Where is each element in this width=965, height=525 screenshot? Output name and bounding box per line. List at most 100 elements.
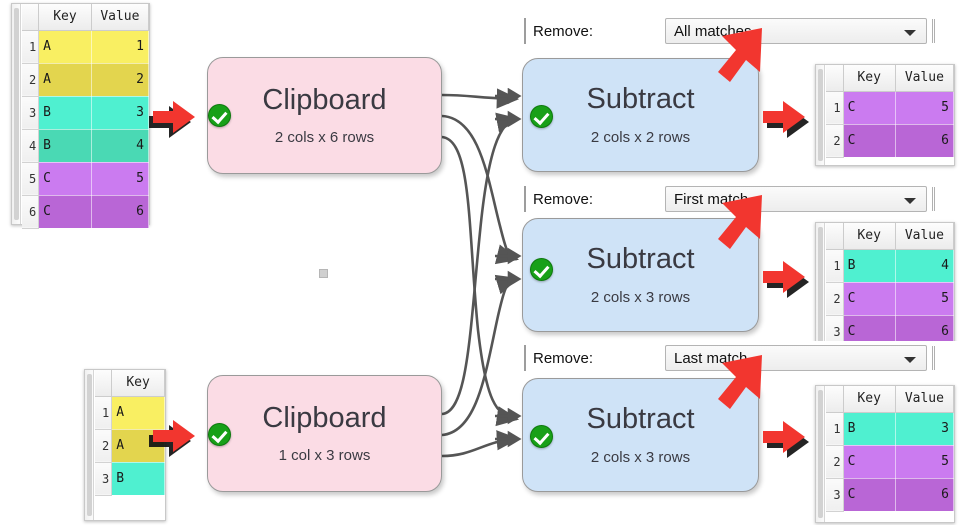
col-header-key[interactable]: Key — [842, 386, 896, 413]
chevron-down-icon[interactable] — [904, 357, 916, 363]
cell-value[interactable]: 6 — [894, 123, 955, 158]
node-subtract-last[interactable]: Subtract 2 cols x 3 rows — [522, 378, 759, 492]
cell-key[interactable]: C — [38, 194, 92, 229]
col-header-key[interactable]: Key — [111, 370, 165, 397]
col-header-key[interactable]: Key — [38, 4, 92, 31]
cell-value[interactable]: 3 — [90, 95, 150, 130]
row-number[interactable]: 2 — [22, 62, 40, 97]
remove-dropdown-all[interactable]: All matches — [665, 18, 927, 44]
row-number[interactable]: 2 — [826, 444, 844, 479]
col-header-key[interactable]: Key — [842, 223, 896, 250]
remove-dropdown-first[interactable]: First match — [665, 186, 927, 212]
row-number[interactable]: 1 — [826, 248, 844, 283]
cell-key[interactable]: C — [842, 444, 896, 479]
cell-value[interactable]: 6 — [90, 194, 150, 229]
cell-value[interactable]: 4 — [894, 248, 955, 283]
cell-value[interactable]: 5 — [90, 161, 150, 196]
cell-value[interactable]: 5 — [894, 90, 955, 125]
chevron-down-icon[interactable] — [904, 198, 916, 204]
node-clipboard-bottom[interactable]: Clipboard 1 col x 3 rows — [207, 375, 442, 492]
row-number[interactable]: 4 — [22, 128, 40, 163]
vertical-scrollbar[interactable] — [816, 223, 825, 357]
col-header-value[interactable]: Value — [894, 386, 955, 413]
vertical-scrollbar[interactable] — [816, 386, 825, 522]
cell-key[interactable]: B — [38, 95, 92, 130]
col-header-value[interactable]: Value — [894, 223, 955, 250]
panel-resize-grip[interactable] — [932, 19, 935, 43]
col-header-value[interactable]: Value — [90, 4, 150, 31]
cell-key[interactable]: A — [111, 428, 165, 463]
cell-key[interactable]: B — [111, 461, 165, 496]
cell-value[interactable]: 1 — [90, 29, 150, 64]
cell-key[interactable]: B — [842, 411, 896, 446]
canvas-handle-dot[interactable] — [319, 269, 328, 278]
cell-key[interactable]: C — [842, 281, 896, 316]
cell-key[interactable]: A — [38, 62, 92, 97]
cell-key[interactable]: C — [38, 161, 92, 196]
cell-key[interactable]: A — [38, 29, 92, 64]
cell-key[interactable]: B — [38, 128, 92, 163]
cell-key[interactable]: C — [842, 90, 896, 125]
cell-key[interactable]: C — [842, 477, 896, 512]
vertical-scrollbar[interactable] — [12, 4, 21, 224]
panel-resize-grip[interactable] — [932, 187, 935, 211]
node-subtract-first[interactable]: Subtract 2 cols x 3 rows — [522, 218, 759, 332]
row-number[interactable]: 3 — [22, 95, 40, 130]
row-number[interactable]: 3 — [826, 314, 844, 349]
row-number[interactable]: 1 — [826, 90, 844, 125]
cell-key[interactable]: B — [842, 248, 896, 283]
cell-value[interactable]: 2 — [90, 62, 150, 97]
remove-dropdown-last[interactable]: Last match — [665, 345, 927, 371]
row-number[interactable]: 3 — [826, 477, 844, 512]
row-number[interactable]: 6 — [22, 194, 40, 229]
node-subtract-all[interactable]: Subtract 2 cols x 2 rows — [522, 58, 759, 172]
row-number[interactable]: 5 — [22, 161, 40, 196]
cell-value[interactable]: 4 — [90, 128, 150, 163]
node-clipboard-top[interactable]: Clipboard 2 cols x 6 rows — [207, 57, 442, 174]
node-subtitle: 2 cols x 6 rows — [274, 129, 375, 147]
table-header-row: Key Value — [22, 4, 150, 31]
row-number[interactable]: 1 — [826, 411, 844, 446]
chevron-down-icon[interactable] — [904, 30, 916, 36]
vertical-scrollbar[interactable] — [85, 370, 94, 520]
cell-value[interactable]: 5 — [894, 281, 955, 316]
vertical-scrollbar[interactable] — [816, 65, 825, 165]
cell-key[interactable]: A — [111, 395, 165, 430]
row-number[interactable]: 3 — [95, 461, 113, 496]
panel-resize-grip[interactable] — [932, 346, 935, 370]
cursor-arrow-right-result-first — [763, 261, 809, 298]
col-header-value[interactable]: Value — [894, 65, 955, 92]
row-number[interactable]: 1 — [95, 395, 113, 430]
row-number[interactable]: 2 — [826, 281, 844, 316]
row-number[interactable]: 2 — [826, 123, 844, 158]
col-header-key[interactable]: Key — [842, 65, 896, 92]
cell-value[interactable]: 3 — [894, 411, 955, 446]
cell-value[interactable]: 6 — [894, 477, 955, 512]
cell-value[interactable]: 5 — [894, 444, 955, 479]
row-number[interactable]: 2 — [95, 428, 113, 463]
row-number[interactable]: 1 — [22, 29, 40, 64]
cell-key[interactable]: C — [842, 123, 896, 158]
